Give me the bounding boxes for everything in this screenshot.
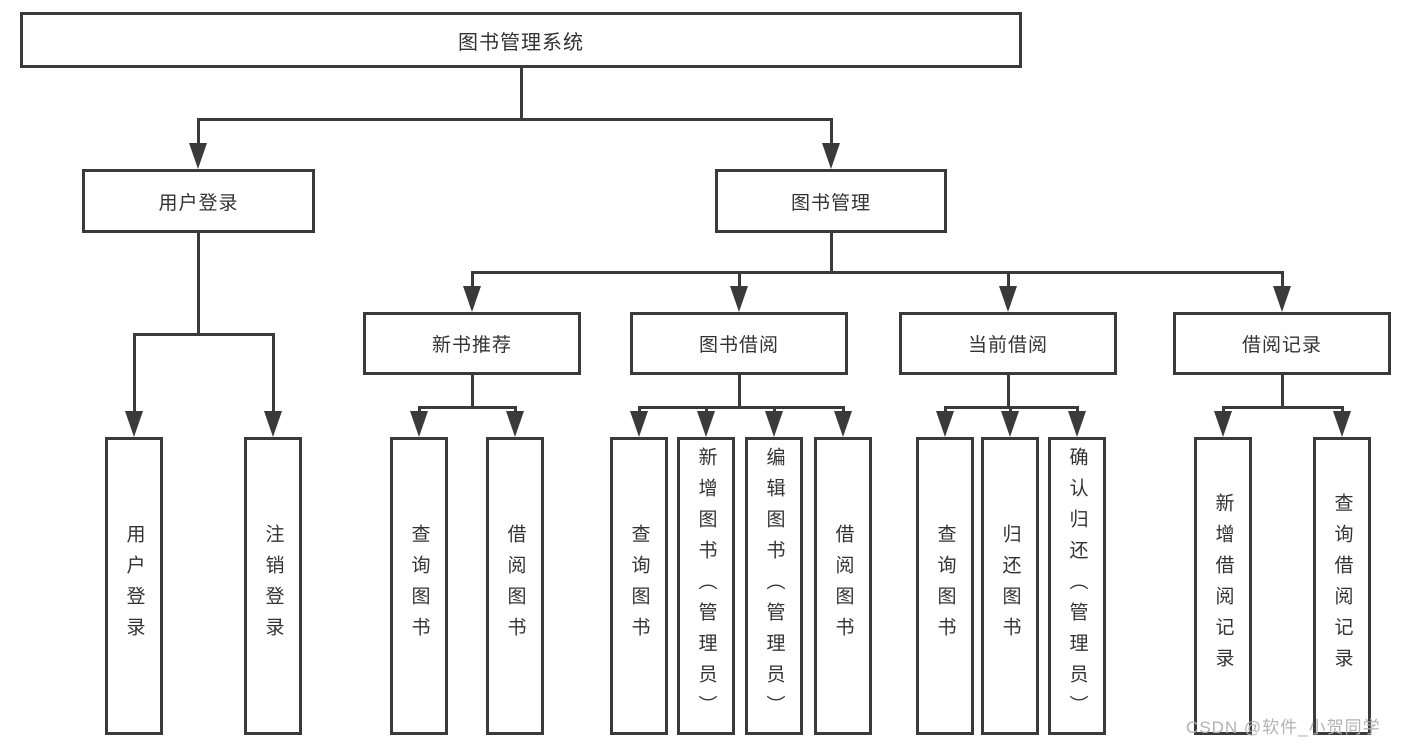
connector-line (1009, 406, 1012, 414)
connector-line (830, 118, 833, 146)
connector-line (638, 406, 641, 414)
arrow-down-icon (1273, 286, 1291, 312)
connector-line (272, 333, 275, 413)
leaf-return-book: 归还图书 (981, 437, 1039, 735)
connector-line (418, 406, 517, 409)
connector-line (197, 233, 200, 336)
connector-line (830, 233, 833, 274)
leaf-edit-book-admin: 编辑图书（管理员） (745, 437, 803, 735)
connector-line (514, 406, 517, 414)
connector-line (1341, 406, 1344, 414)
connector-line (738, 271, 741, 289)
arrow-down-icon (1214, 411, 1232, 437)
node-new-book-recommend: 新书推荐 (363, 312, 581, 375)
connector-line (1222, 406, 1225, 414)
connector-line (471, 271, 1283, 274)
arrow-down-icon (410, 411, 428, 437)
node-book-borrow: 图书借阅 (630, 312, 848, 375)
arrow-down-icon (1068, 411, 1086, 437)
leaf-add-borrow-record: 新增借阅记录 (1194, 437, 1252, 735)
leaf-query-book-current: 查询图书 (916, 437, 974, 735)
node-user-login: 用户登录 (82, 169, 315, 233)
arrow-down-icon (822, 143, 840, 169)
node-borrow-records: 借阅记录 (1173, 312, 1391, 375)
connector-line (638, 406, 845, 409)
leaf-confirm-return-admin: 确认归还（管理员） (1048, 437, 1106, 735)
csdn-watermark: CSDN @软件_小贺同学 (1186, 718, 1381, 737)
leaf-logout: 注销登录 (244, 437, 302, 735)
leaf-borrow-book: 借阅图书 (814, 437, 872, 735)
arrow-down-icon (630, 411, 648, 437)
connector-line (197, 118, 200, 146)
leaf-borrow-book-recommend: 借阅图书 (486, 437, 544, 735)
arrow-down-icon (1333, 411, 1351, 437)
arrow-down-icon (697, 411, 715, 437)
connector-line (705, 406, 708, 414)
arrow-down-icon (730, 286, 748, 312)
connector-line (1281, 375, 1284, 409)
connector-line (133, 333, 275, 336)
leaf-user-login: 用户登录 (105, 437, 163, 735)
leaf-query-book-recommend: 查询图书 (390, 437, 448, 735)
connector-line (418, 406, 421, 414)
connector-line (1076, 406, 1079, 414)
connector-line (773, 406, 776, 414)
arrow-down-icon (506, 411, 524, 437)
connector-line (471, 375, 474, 409)
leaf-add-book-admin: 新增图书（管理员） (677, 437, 735, 735)
connector-line (1007, 375, 1010, 409)
arrow-down-icon (999, 286, 1017, 312)
arrow-down-icon (1001, 411, 1019, 437)
arrow-down-icon (463, 286, 481, 312)
connector-line (471, 271, 474, 289)
connector-line (1281, 271, 1284, 289)
node-book-management: 图书管理 (715, 169, 947, 233)
connector-line (1007, 271, 1010, 289)
node-current-borrow: 当前借阅 (899, 312, 1117, 375)
arrow-down-icon (765, 411, 783, 437)
connector-line (133, 333, 136, 413)
connector-line (738, 375, 741, 409)
arrow-down-icon (834, 411, 852, 437)
leaf-query-borrow-record: 查询借阅记录 (1313, 437, 1371, 735)
connector-line (197, 118, 833, 121)
connector-line (944, 406, 947, 414)
arrow-down-icon (936, 411, 954, 437)
arrow-down-icon (125, 411, 143, 437)
connector-line (1222, 406, 1344, 409)
connector-line (520, 68, 523, 121)
connector-line (842, 406, 845, 414)
arrow-down-icon (264, 411, 282, 437)
arrow-down-icon (189, 143, 207, 169)
leaf-query-book-borrow: 查询图书 (610, 437, 668, 735)
node-system-root: 图书管理系统 (20, 12, 1022, 68)
